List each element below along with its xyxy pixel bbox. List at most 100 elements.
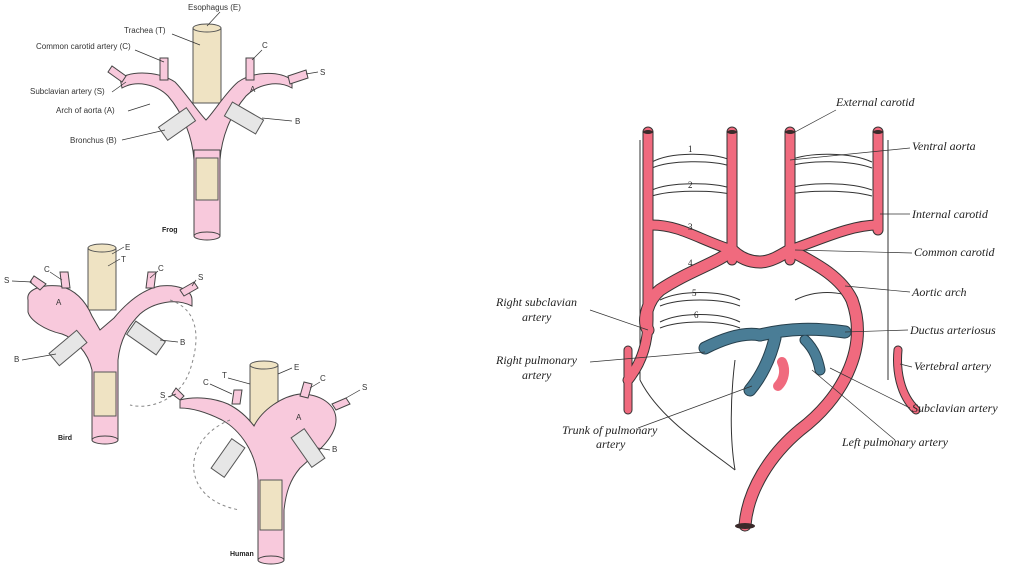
frog-subclavian-label: Subclavian artery (S) bbox=[30, 87, 105, 96]
right-pulmonary-label-2: artery bbox=[522, 368, 552, 382]
arch-3-left bbox=[785, 220, 883, 255]
bird-s-left: S bbox=[4, 276, 9, 285]
frog-left-bronchus bbox=[157, 106, 197, 142]
bird-left-carotid bbox=[59, 271, 71, 289]
bird-right-bronchus bbox=[125, 320, 167, 356]
arch-5-right bbox=[659, 292, 741, 301]
right-pulmonary-artery bbox=[699, 328, 766, 354]
right-pulmonary-label-1: Right pulmonary bbox=[495, 353, 578, 367]
bird-left-bronchus bbox=[48, 329, 88, 367]
bird-a-inner: A bbox=[56, 298, 62, 307]
ascending-stub bbox=[773, 357, 790, 391]
human-diagram: E T C C S S A B Human bbox=[160, 360, 367, 565]
bird-right-carotid bbox=[145, 271, 157, 289]
human-right-subclavian bbox=[331, 397, 351, 411]
arch-4-right bbox=[640, 244, 738, 336]
arch-number-2: 2 bbox=[688, 180, 693, 190]
human-e: E bbox=[294, 363, 299, 372]
left-pulmonary-artery bbox=[800, 335, 825, 375]
frog-trachea-lower bbox=[195, 157, 219, 201]
bird-caption: Bird bbox=[58, 435, 72, 442]
frog-esophagus bbox=[192, 27, 222, 104]
pulmonary-arteries bbox=[698, 322, 852, 397]
ventral-aorta-label: Ventral aorta bbox=[912, 139, 976, 153]
frog-diagram: Esophagus (E) Trachea (T) Common carotid… bbox=[30, 3, 325, 241]
bird-dashed-outline bbox=[129, 299, 197, 407]
human-b-right: B bbox=[332, 445, 337, 454]
frog-esophagus-top bbox=[192, 23, 222, 33]
aortic-arch bbox=[739, 244, 863, 531]
aortic-arch-label: Aortic arch bbox=[911, 285, 967, 299]
arch-number-5: 5 bbox=[692, 288, 697, 298]
arch-1-right bbox=[651, 153, 731, 163]
frog-caption: Frog bbox=[162, 227, 178, 234]
bird-left-subclavian bbox=[29, 275, 47, 291]
frog-aortic-arch bbox=[119, 72, 293, 211]
bird-s-right: S bbox=[198, 273, 203, 282]
bird-c-right: C bbox=[158, 264, 164, 273]
human-trachea-lower bbox=[259, 479, 283, 531]
human-s-right: S bbox=[362, 383, 367, 392]
bird-t: T bbox=[121, 255, 126, 264]
artery-fills bbox=[623, 127, 920, 531]
bird-esophagus-top bbox=[87, 243, 117, 253]
arch-number-4: 4 bbox=[688, 258, 693, 268]
bird-right-subclavian bbox=[179, 281, 199, 297]
human-s-left: S bbox=[160, 391, 165, 400]
arch-2-left bbox=[789, 183, 873, 191]
arch-3-right bbox=[647, 220, 737, 255]
right-subclavian-label-2: artery bbox=[522, 310, 552, 324]
left-pulmonary-artery-label: Left pulmonary artery bbox=[841, 435, 949, 449]
subclavian-artery-label: Subclavian artery bbox=[912, 401, 998, 415]
frog-s-right: S bbox=[320, 68, 325, 77]
ductus-arteriosus bbox=[754, 323, 851, 341]
human-aortic-arch bbox=[179, 393, 337, 561]
right-dorsal-aorta bbox=[623, 127, 653, 385]
bird-e: E bbox=[125, 243, 130, 252]
bird-diagram: E T C C S S A B B Bird bbox=[4, 243, 203, 445]
bird-esophagus bbox=[87, 247, 117, 311]
external-carotid-label: External carotid bbox=[835, 95, 916, 109]
human-right-carotid bbox=[299, 381, 313, 399]
frog-carotid-label: Common carotid artery (C) bbox=[36, 42, 131, 51]
bird-b-right: B bbox=[180, 338, 185, 347]
frog-right-carotid bbox=[245, 57, 255, 81]
right-lower-outline bbox=[639, 379, 736, 471]
bird-b-left: B bbox=[14, 355, 19, 364]
frog-left-subclavian bbox=[107, 65, 127, 83]
human-right-bronchus bbox=[290, 427, 326, 469]
frog-esophagus-label: Esophagus (E) bbox=[188, 3, 241, 12]
descending-aorta-end bbox=[735, 523, 755, 529]
aortic-arches-diagram: 1 2 3 4 5 6 External carotid Ventral aor… bbox=[495, 95, 998, 532]
frog-a-inner: A bbox=[250, 85, 256, 94]
frog-bronchus-label: Bronchus (B) bbox=[70, 136, 117, 145]
frog-trachea-label: Trachea (T) bbox=[124, 26, 166, 35]
human-esophagus-top bbox=[249, 360, 279, 370]
aortic-sac bbox=[726, 244, 796, 268]
common-carotid-label: Common carotid bbox=[914, 245, 996, 259]
arch-1-left bbox=[789, 153, 873, 163]
ductus-arteriosus-label: Ductus arteriosus bbox=[909, 323, 996, 337]
right-subclavian-label-1: Right subclavian bbox=[495, 295, 577, 309]
frog-right-bronchus bbox=[223, 101, 265, 135]
human-left-carotid bbox=[231, 389, 243, 405]
human-c-left: C bbox=[203, 378, 209, 387]
left-subclavian bbox=[894, 346, 920, 414]
frog-b-right: B bbox=[295, 117, 300, 126]
bird-c-left: C bbox=[44, 265, 50, 274]
human-a-inner: A bbox=[296, 413, 302, 422]
frog-aorta-end bbox=[193, 231, 221, 241]
internal-carotid-label: Internal carotid bbox=[911, 207, 989, 221]
arch-number-6: 6 bbox=[694, 310, 699, 320]
arch-6-right bbox=[659, 314, 741, 323]
bird-aorta-end bbox=[91, 435, 119, 445]
vertebral-artery-label: Vertebral artery bbox=[914, 359, 992, 373]
frog-left-carotid bbox=[159, 57, 169, 81]
trunk-pulmonary-label-1: Trunk of pulmonary bbox=[562, 423, 658, 437]
frog-right-subclavian bbox=[287, 69, 309, 85]
arch-number-3: 3 bbox=[688, 222, 693, 232]
frog-arch-label: Arch of aorta (A) bbox=[56, 106, 115, 115]
human-left-subclavian bbox=[171, 387, 185, 401]
frog-c-right: C bbox=[262, 41, 268, 50]
